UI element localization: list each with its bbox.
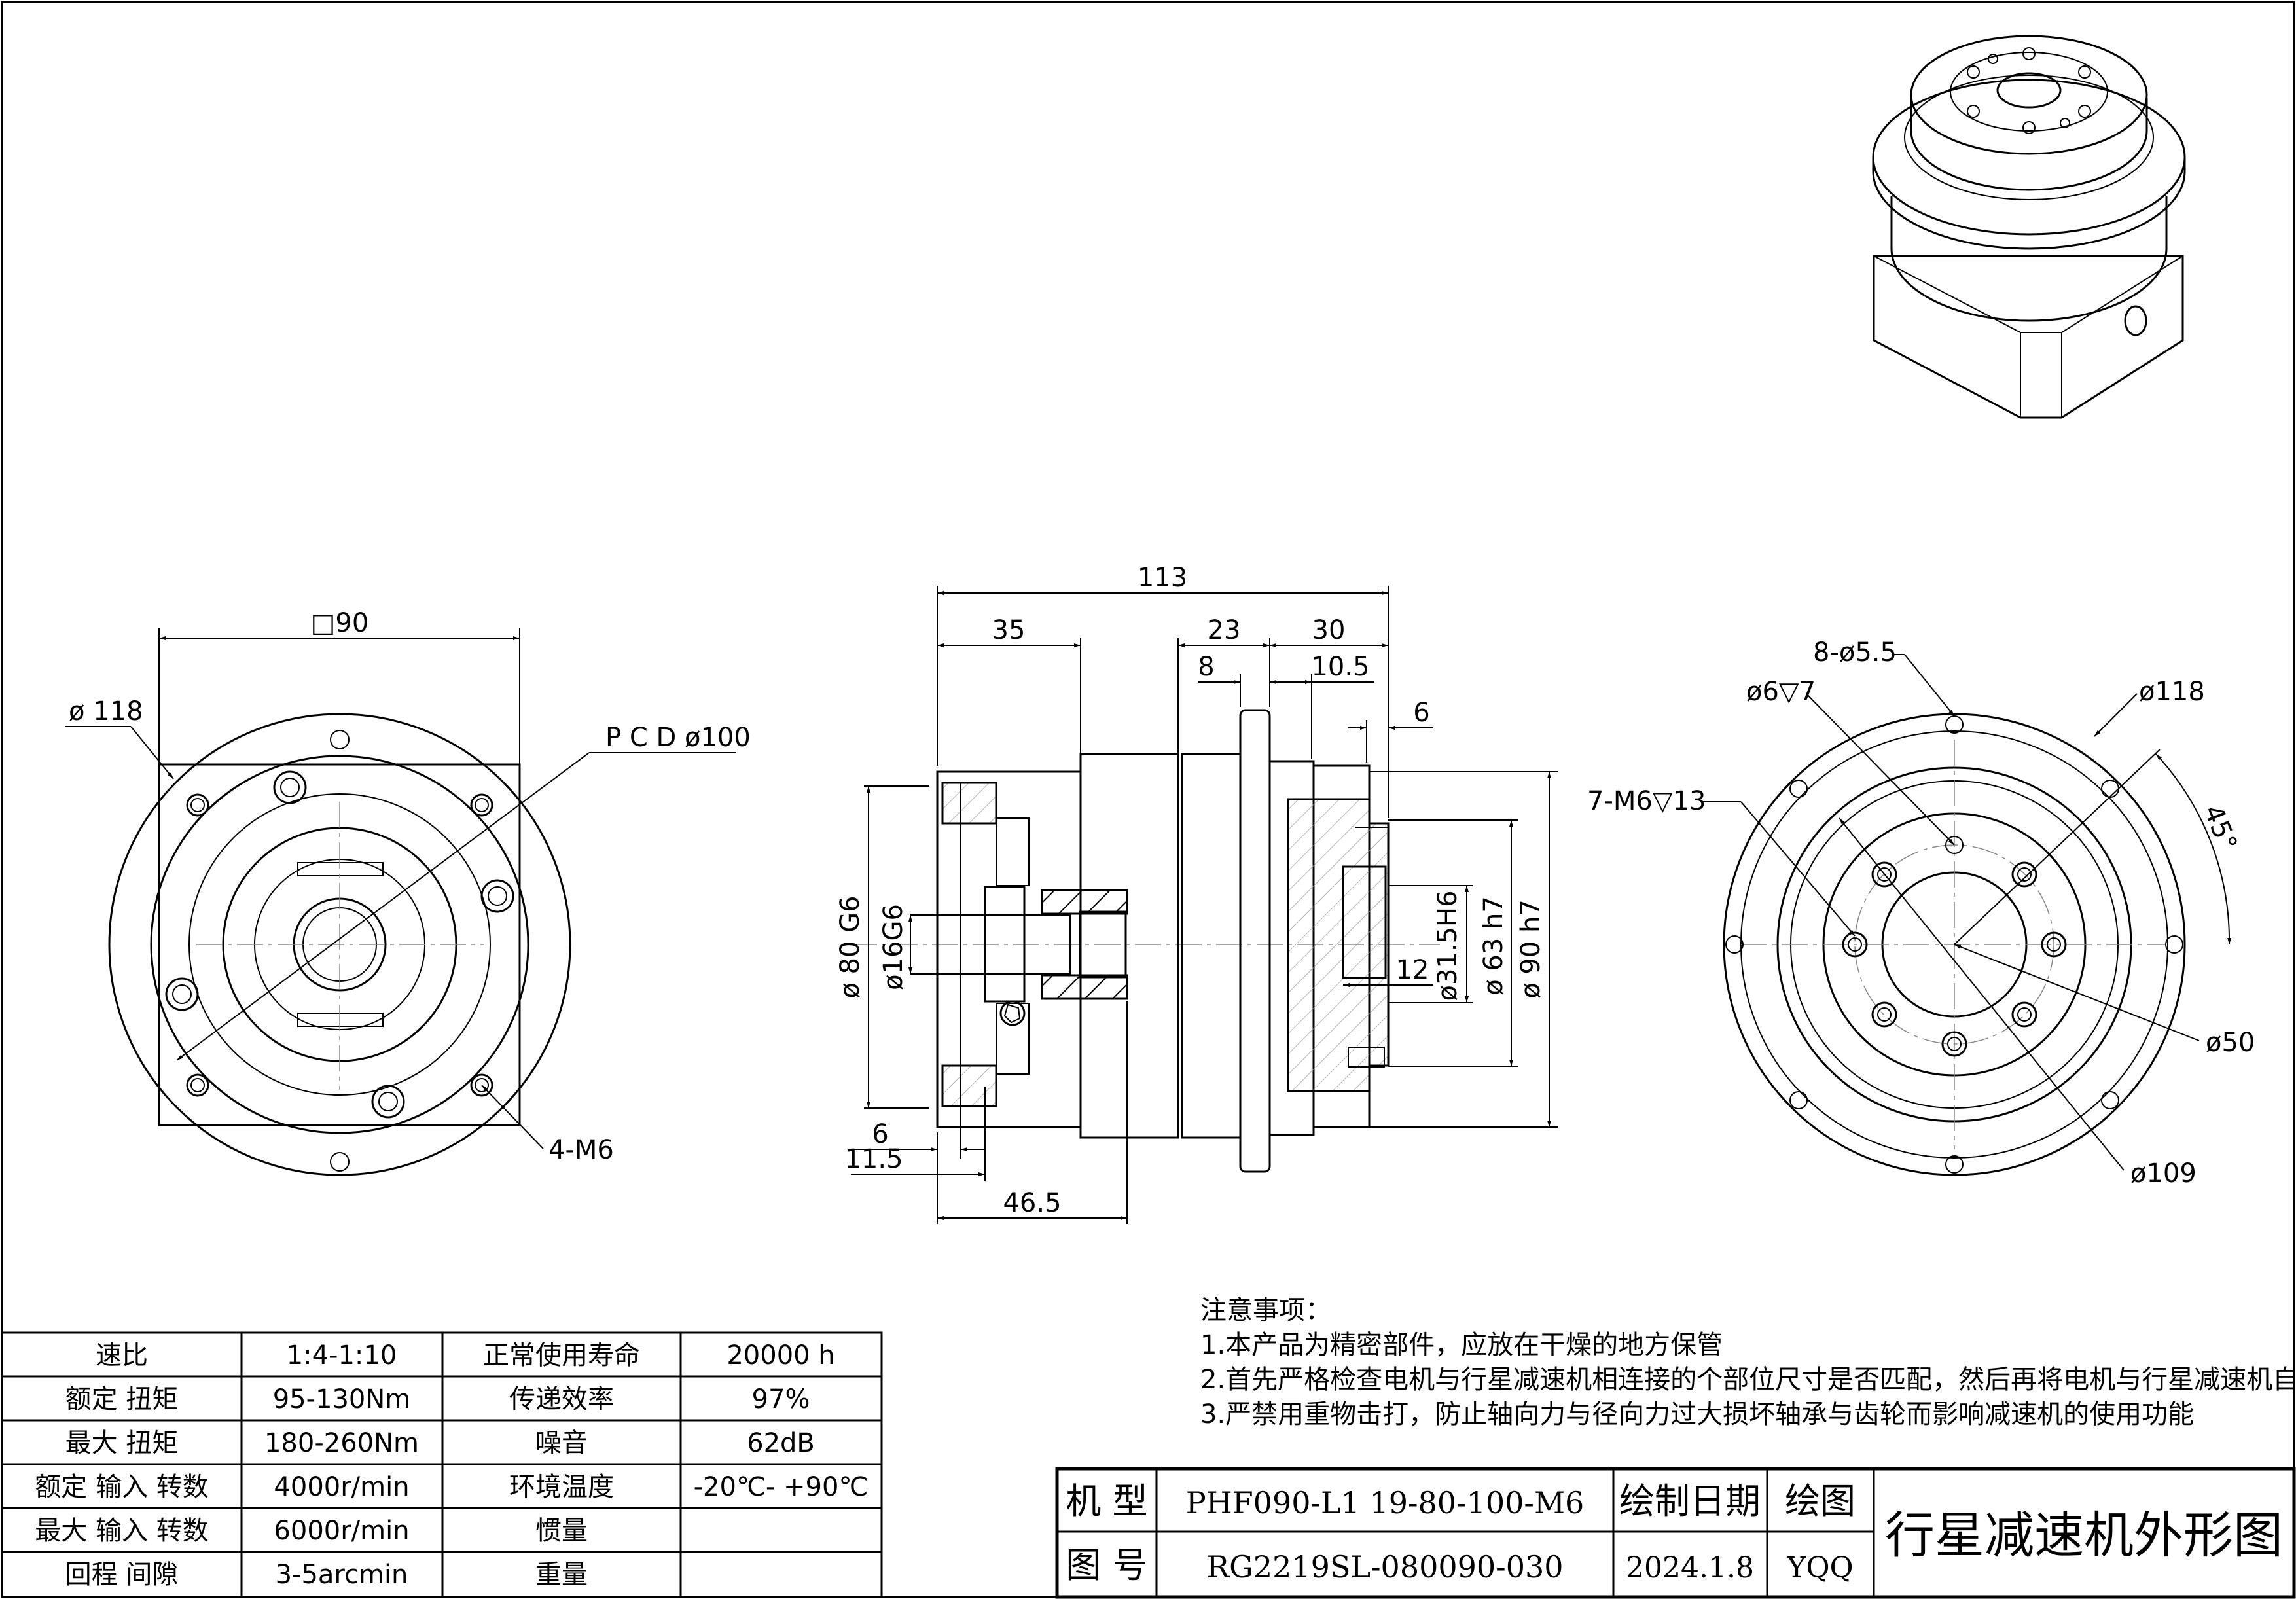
dim-10-5-label: 10.5 <box>1311 652 1369 682</box>
side-section-view: 113 35 23 30 8 10.5 6 ø 80 G6 ø16G6 <box>835 563 1558 1224</box>
spec-label: 速比 <box>96 1340 148 1371</box>
spec-label: 环境温度 <box>509 1472 614 1502</box>
spec-label: 重量 <box>535 1560 588 1590</box>
spec-label: 最大 输入 转数 <box>35 1516 208 1546</box>
spec-label: 额定 输入 转数 <box>35 1472 208 1502</box>
spec-value: 62dB <box>747 1428 815 1458</box>
m6-holes <box>186 793 493 1097</box>
drawing-number-value: RG2219SL-080090-030 <box>1207 1549 1564 1585</box>
dim-12-label: 12 <box>1396 955 1429 985</box>
model-label: 机 型 <box>1066 1481 1147 1522</box>
dim-11-5-label: 11.5 <box>844 1144 903 1174</box>
spec-value: 3-5arcmin <box>276 1560 408 1590</box>
drawing-number-label: 图 号 <box>1066 1545 1147 1586</box>
square-dimension: □90 <box>311 608 369 638</box>
dim-30-label: 30 <box>1312 615 1346 645</box>
dim-6-bottom-label: 6 <box>872 1119 888 1149</box>
spec-label: 噪音 <box>535 1428 588 1458</box>
spec-label: 额定 扭矩 <box>65 1384 179 1414</box>
spec-label: 最大 扭矩 <box>65 1428 179 1458</box>
isometric-view <box>1872 35 2186 419</box>
bolt-heads <box>165 770 514 1119</box>
note-item: 1.本产品为精密部件，应放在干燥的地方保管 <box>1200 1330 1723 1360</box>
angle-label: 45° <box>2197 801 2242 855</box>
dia-50-label: ø50 <box>2206 1028 2255 1058</box>
dia-109-label: ø109 <box>2130 1159 2197 1189</box>
input-end-view: □90 ø 118 P C D ø100 4-M6 <box>65 608 751 1176</box>
input-length-label: 35 <box>992 615 1026 645</box>
spec-label: 惯量 <box>535 1516 588 1546</box>
tapped-holes-label: 4-M6 <box>548 1135 614 1165</box>
outer-holes-label: 8-ø5.5 <box>1813 638 1897 668</box>
note-item: 2.首先严格检查电机与行星减速机相连接的个部位尺寸是否匹配，然后再将电机与行星减… <box>1200 1365 2296 1395</box>
dia-63-label: ø 63 h7 <box>1479 896 1509 996</box>
spec-value: 20000 h <box>726 1340 834 1371</box>
title-block: 机 型 PHF090-L1 19-80-100-M6 绘制日期 绘图 图 号 R… <box>1055 1467 2296 1599</box>
spec-table: 速比 1:4-1:10 正常使用寿命 20000 h 额定 扭矩 95-130N… <box>1 1331 883 1598</box>
dim-23-label: 23 <box>1208 615 1241 645</box>
dia-31-5-label: ø31.5H6 <box>1433 890 1463 1001</box>
drawing-title: 行星减速机外形图 <box>1885 1506 2283 1564</box>
spec-value: 6000r/min <box>274 1516 409 1546</box>
notes: 注意事项： 1.本产品为精密部件，应放在干燥的地方保管 2.首先严格检查电机与行… <box>1200 1295 2296 1429</box>
pin-hole-label: ø6▽7 <box>1746 677 1816 707</box>
note-item: 3.严禁用重物击打，防止轴向力与径向力过大损坏轴承与齿轮而影响减速机的使用功能 <box>1200 1399 2194 1429</box>
dia-16-label: ø16G6 <box>878 904 908 990</box>
outer-holes <box>1725 715 2183 1174</box>
flange-thickness-label: 8 <box>1198 652 1214 682</box>
spec-label: 正常使用寿命 <box>483 1340 640 1371</box>
dia-90-label: ø 90 h7 <box>1516 899 1546 999</box>
tapped-holes <box>1842 836 2067 1057</box>
spec-value: 180-260Nm <box>264 1428 419 1458</box>
spec-value: 97% <box>752 1384 810 1414</box>
spec-label: 回程 间隙 <box>65 1560 179 1590</box>
output-end-view: 8-ø5.5 ø6▽7 ø118 7-M6▽13 45° ø50 ø109 <box>1587 638 2255 1189</box>
tapped-holes-label: 7-M6▽13 <box>1587 786 1706 816</box>
dia-80-label: ø 80 G6 <box>835 895 865 998</box>
dim-46-5-label: 46.5 <box>1003 1188 1061 1218</box>
spec-value: -20℃- +90℃ <box>694 1472 869 1502</box>
spec-value: 4000r/min <box>274 1472 409 1502</box>
notes-title: 注意事项： <box>1200 1295 1331 1325</box>
dim-6-top-label: 6 <box>1413 698 1429 728</box>
outer-dia-label: ø118 <box>2139 677 2205 707</box>
outer-diameter-label: ø 118 <box>69 696 143 727</box>
model-value: PHF090-L1 19-80-100-M6 <box>1186 1485 1585 1520</box>
spec-label: 传递效率 <box>509 1384 614 1414</box>
overall-length-label: 113 <box>1138 563 1187 593</box>
drawer-label: 绘图 <box>1785 1481 1856 1522</box>
spec-value: 1:4-1:10 <box>287 1340 397 1371</box>
date-label: 绘制日期 <box>1619 1481 1761 1522</box>
drawer-value: YQQ <box>1786 1551 1853 1585</box>
spec-value: 95-130Nm <box>273 1384 411 1414</box>
date-value: 2024.1.8 <box>1626 1551 1754 1585</box>
pcd-label: P C D ø100 <box>605 723 751 753</box>
